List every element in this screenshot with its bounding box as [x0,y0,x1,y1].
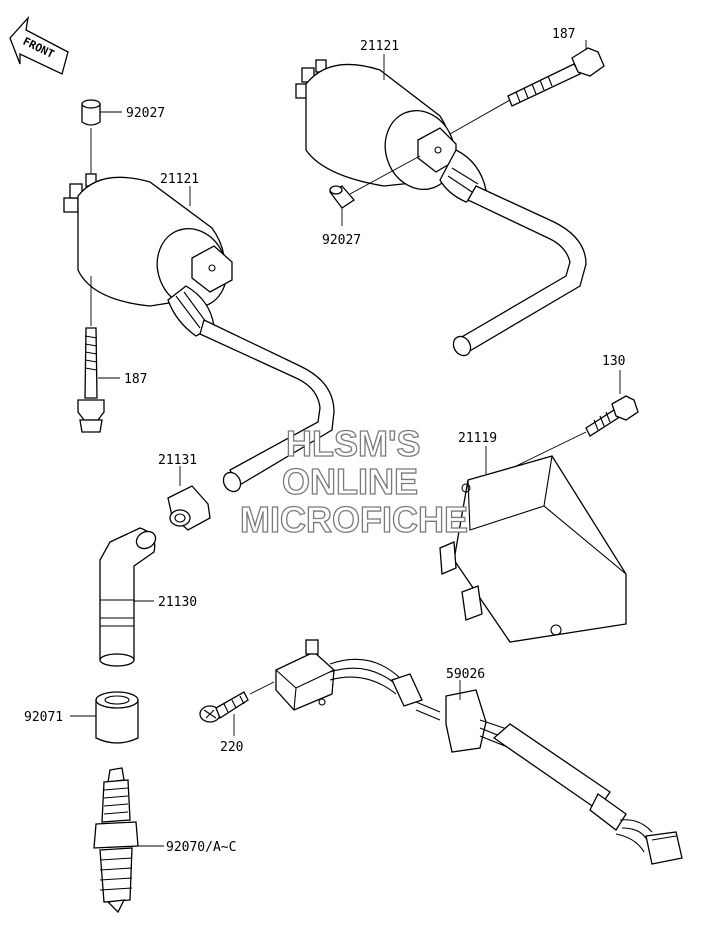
bolt-187-left[interactable] [77,276,120,433]
label-cap-mid: 92027 [322,233,361,248]
ignition-coil-left[interactable] [63,173,335,495]
wiring-harness-59026[interactable] [275,639,683,865]
cap-92027-mid[interactable] [329,155,421,226]
spark-plug[interactable] [93,767,164,914]
cap-92027-upper[interactable] [81,99,122,126]
label-bolt-top: 187 [552,27,575,42]
label-grommet: 92071 [24,710,63,725]
cap-nut-21131[interactable] [167,466,211,531]
plug-cap-21130[interactable] [99,527,159,667]
label-cap-nut: 21131 [158,453,197,468]
bolt-187-top[interactable] [449,40,605,135]
label-screw-220: 220 [220,740,243,755]
label-coil-top: 21121 [360,39,399,54]
label-igniter: 21119 [458,431,497,446]
label-screw-130: 130 [602,354,625,369]
watermark: HLSM'S ONLINE MICROFICHE [239,422,468,540]
watermark-line1: HLSM'S [286,423,421,464]
label-bolt-left: 187 [124,372,147,387]
screw-130[interactable] [507,370,639,471]
grommet-92071[interactable] [70,691,139,744]
label-harness: 59026 [446,667,485,682]
label-cap-left-top: 92027 [126,106,165,121]
igniter-unit[interactable] [439,455,627,643]
screw-220[interactable] [199,681,275,736]
label-spark-plug: 92070/A~C [166,840,236,855]
watermark-line3: MICROFICHE [240,499,468,540]
label-coil-left: 21121 [160,172,199,187]
ignition-coil-top[interactable] [295,59,587,359]
label-plug-cap: 21130 [158,595,197,610]
watermark-line2: ONLINE [282,461,418,502]
front-arrow-icon: FRONT [9,15,69,75]
